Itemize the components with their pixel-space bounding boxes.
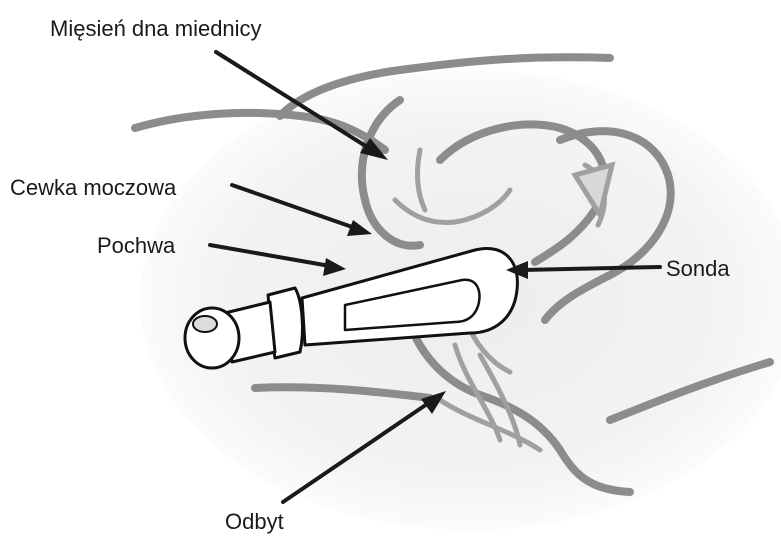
label-probe: Sonda xyxy=(666,258,730,280)
label-vagina: Pochwa xyxy=(97,235,175,257)
probe-end-hole xyxy=(193,316,217,332)
label-urethra: Cewka moczowa xyxy=(10,177,176,199)
label-anus: Odbyt xyxy=(225,511,284,533)
label-pelvic-floor-muscle: Mięsień dna miednicy xyxy=(50,18,262,40)
